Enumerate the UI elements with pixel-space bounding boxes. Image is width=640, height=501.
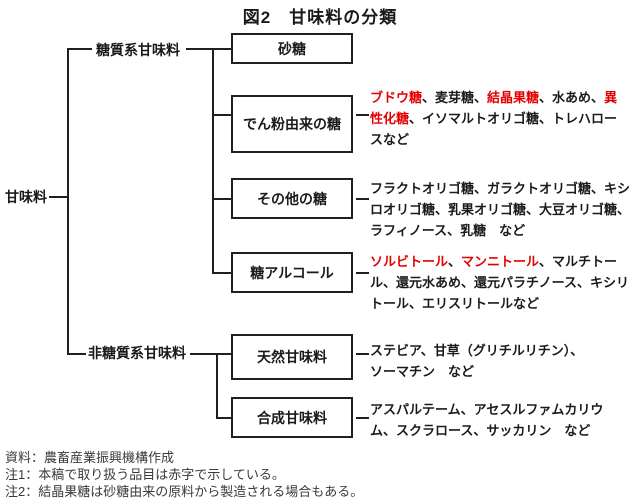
category-box-starch-derived: でん粉由来の糖 xyxy=(231,95,353,153)
group-node-sugar-based: 糖質系甘味料 xyxy=(96,42,180,58)
connector-list4-dash xyxy=(356,272,369,274)
item-list-starch-derived: ブドウ糖、麦芽糖、結晶果糖、水あめ、異性化糖、イソマルトオリゴ糖、トレハロースな… xyxy=(370,90,618,147)
category-box-starch-derived-label: でん粉由来の糖 xyxy=(243,116,341,132)
category-box-sugar-alcohol: 糖アルコール xyxy=(231,252,353,293)
connector-list6-dash xyxy=(356,417,369,419)
connector-group1-left-h xyxy=(67,48,92,50)
connector-group2-left-h xyxy=(67,353,86,355)
category-box-synthetic: 合成甘味料 xyxy=(231,397,353,438)
connector-list2-dash xyxy=(356,114,369,116)
footer-source: 資料：農畜産業振興機構作成 xyxy=(5,450,175,465)
connector-box4-h xyxy=(212,272,231,274)
footer-note2: 注2：結晶果糖は砂糖由来の原料から製造される場合もある。 xyxy=(5,484,364,499)
root-node-sweeteners: 甘味料 xyxy=(5,189,47,205)
connector-box2-h xyxy=(212,114,231,116)
item-list-synthetic: アスパルテーム、アセスルファムカリウム、スクラロース、サッカリン など xyxy=(370,402,604,438)
connector-list5-dash xyxy=(356,353,369,355)
item-list-natural: ステビア、甘草（グリチルリチン）、ソーマチン など xyxy=(370,343,584,379)
footer-notes: 資料：農畜産業振興機構作成 注1：本稿で取り扱う品目は赤字で示している。 注2：… xyxy=(5,449,363,500)
category-box-natural: 天然甘味料 xyxy=(231,334,353,380)
category-box-sugar: 砂糖 xyxy=(231,33,353,64)
figure-title: 図2 甘味料の分類 xyxy=(242,8,398,27)
connector-trunk2-v xyxy=(212,48,214,274)
category-box-other-sugars-label: その他の糖 xyxy=(257,190,327,207)
footer-note1: 注1：本稿で取り扱う品目は赤字で示している。 xyxy=(5,467,285,482)
category-box-synthetic-label: 合成甘味料 xyxy=(257,409,327,426)
group-node-non-sugar: 非糖質系甘味料 xyxy=(88,345,186,361)
category-box-sugar-label: 砂糖 xyxy=(278,40,306,57)
connector-trunk1-v xyxy=(67,48,69,355)
connector-box3-h xyxy=(212,198,231,200)
category-box-sugar-alcohol-label: 糖アルコール xyxy=(250,264,334,281)
connector-box6-h xyxy=(216,417,231,419)
connector-trunk3-v xyxy=(216,353,218,419)
connector-group1-right-h xyxy=(186,48,231,50)
connector-group2-right-h xyxy=(190,353,231,355)
connector-list3-dash xyxy=(356,198,369,200)
category-box-other-sugars: その他の糖 xyxy=(231,178,353,219)
item-list-other-sugars: フラクトオリゴ糖、ガラクトオリゴ糖、キシロオリゴ糖、乳果オリゴ糖、大豆オリゴ糖、… xyxy=(370,181,631,238)
connector-root-h xyxy=(49,196,67,198)
item-list-sugar-alcohol: ソルビトール、マンニトール、マルチトール、還元水あめ、還元パラチノース、キシリト… xyxy=(370,254,629,311)
category-box-natural-label: 天然甘味料 xyxy=(257,349,327,365)
